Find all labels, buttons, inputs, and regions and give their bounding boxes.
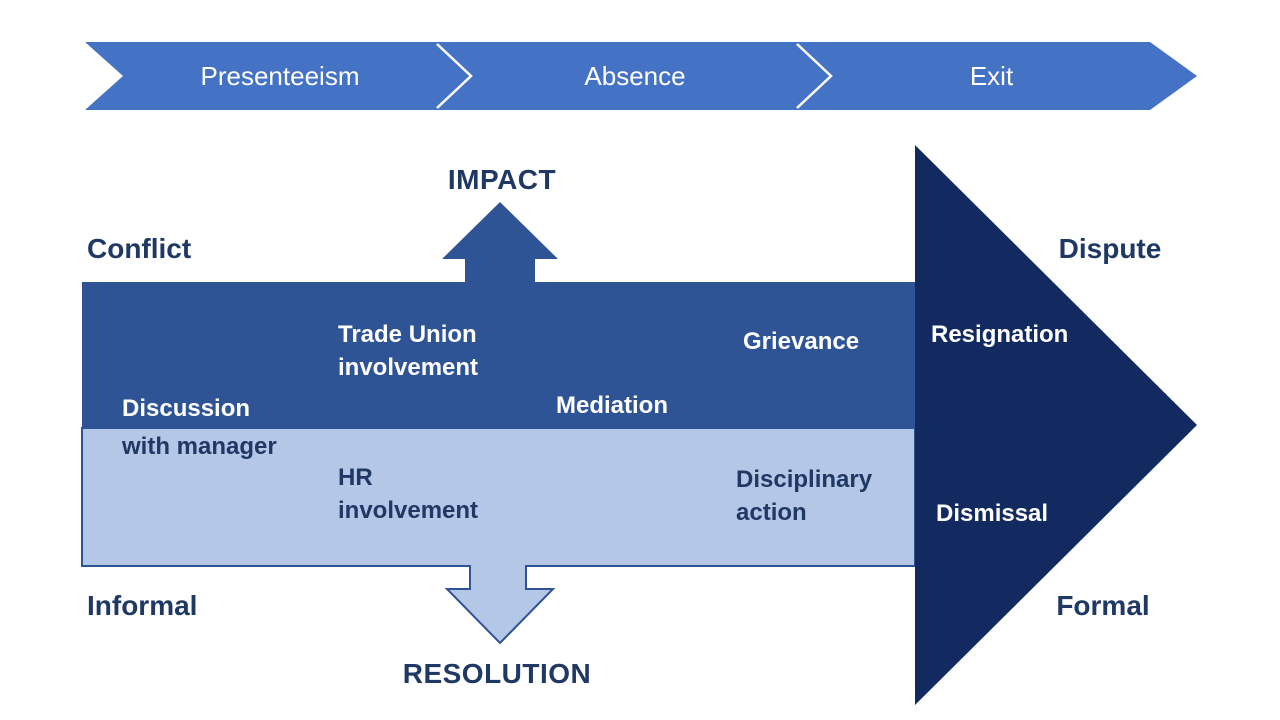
- trade-union-involvement-label: Trade Union involvement: [338, 321, 479, 381]
- mediation-label: Mediation: [556, 392, 668, 419]
- quadrant-label-informal: Informal: [87, 590, 198, 621]
- quadrant-label-formal: Formal: [1056, 590, 1150, 621]
- impact-axis-label: IMPACT: [447, 164, 557, 195]
- resignation-label: Resignation: [931, 321, 1069, 348]
- hr-involvement-label: HR involvement: [338, 464, 479, 524]
- stage-label-presenteeism: Presenteeism: [200, 61, 360, 91]
- dismissal-label: Dismissal: [936, 500, 1049, 527]
- grievance-label: Grievance: [743, 328, 860, 355]
- quadrant-label-dispute: Dispute: [1058, 233, 1162, 264]
- stage-separator-2: [796, 43, 833, 109]
- formal-band-impact-arrow-shape: [82, 202, 915, 428]
- exit-triangle-arrow-shape: [915, 145, 1197, 705]
- stage-label-exit: Exit: [969, 61, 1014, 91]
- stage-label-absence: Absence: [584, 61, 686, 91]
- stage-separator-1: [436, 43, 473, 109]
- quadrant-label-conflict: Conflict: [87, 233, 192, 264]
- stage-bar-arrow-shape: [85, 42, 1197, 110]
- discussion-with-manager-label-line1: Discussion: [122, 395, 251, 422]
- discussion-with-manager-label-line2: with manager: [122, 433, 277, 460]
- disciplinary-action-label: Disciplinary action: [736, 466, 873, 526]
- resolution-axis-label: RESOLUTION: [402, 658, 592, 689]
